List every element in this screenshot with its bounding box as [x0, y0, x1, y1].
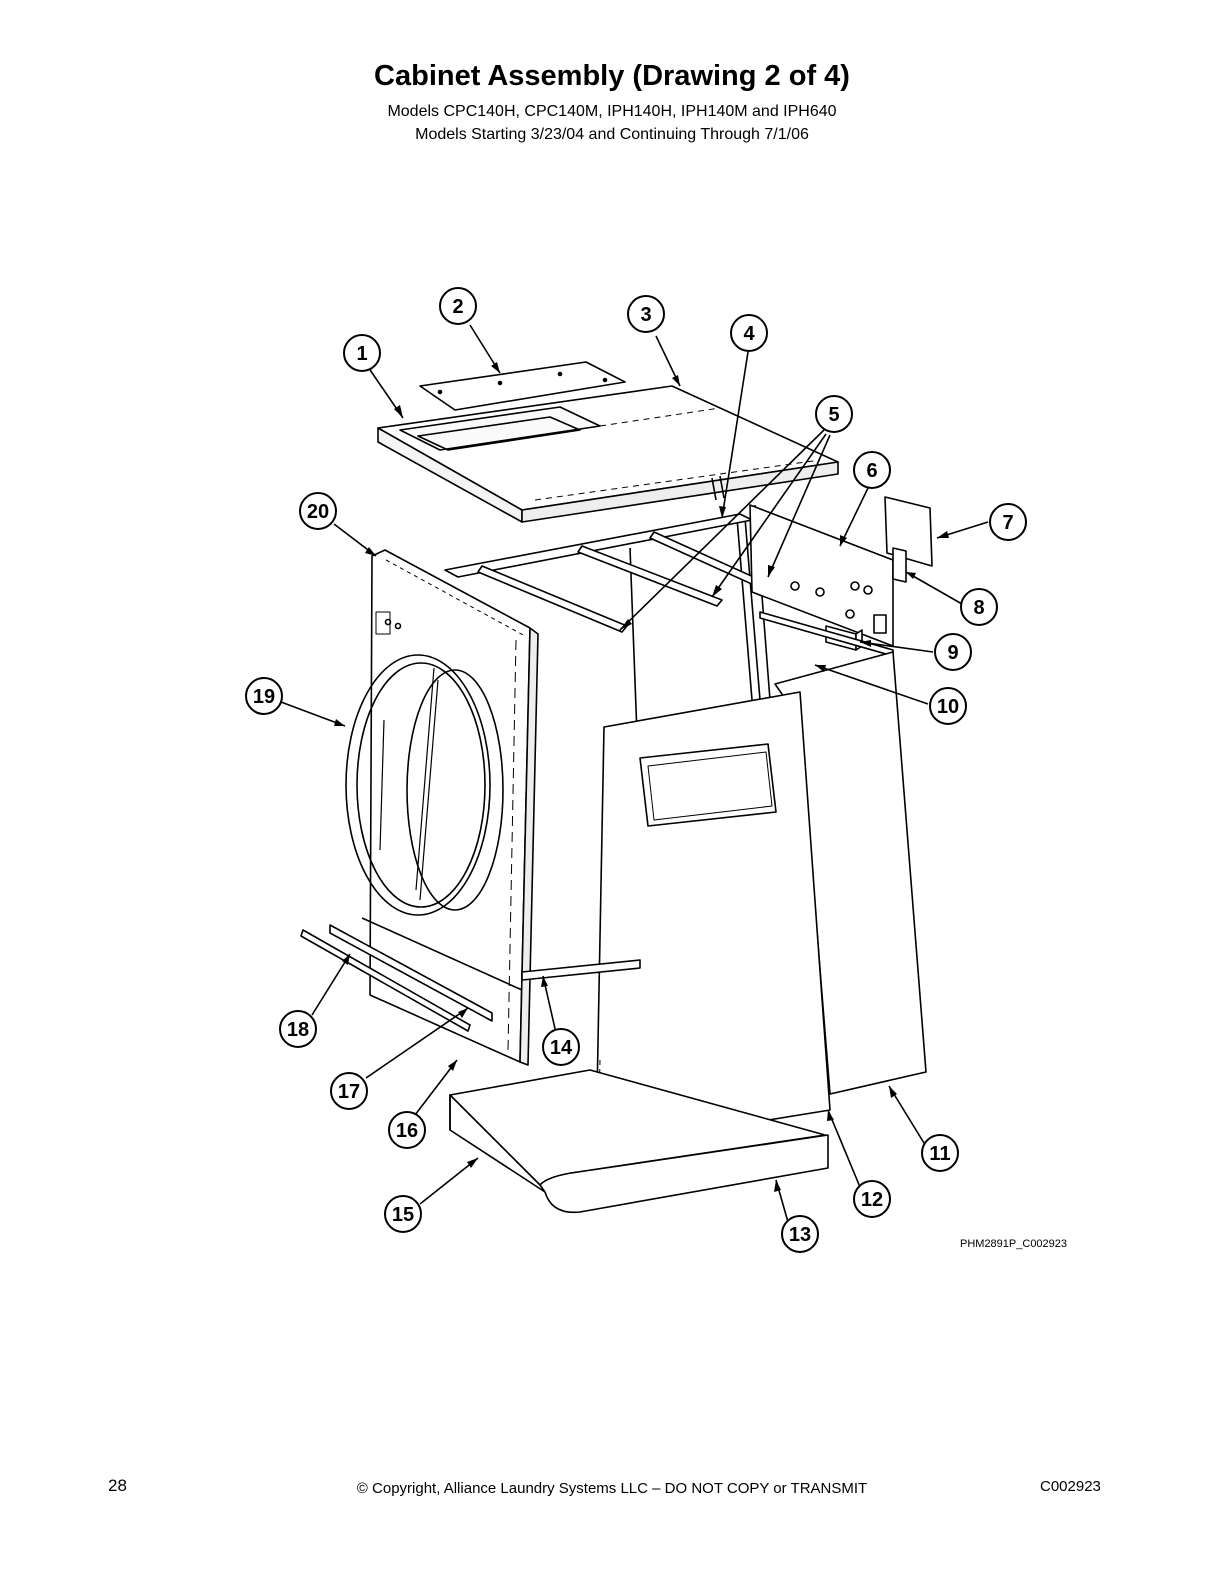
- callout-circle-16: [388, 1111, 426, 1149]
- callout-circle-20: [299, 492, 337, 530]
- callout-circle-1: [343, 334, 381, 372]
- callout-7: 7: [1002, 512, 1013, 534]
- callout-2: 2: [452, 296, 463, 318]
- door-ring: [345, 654, 504, 916]
- page-number: 28: [108, 1476, 127, 1495]
- callout-circle-12: [853, 1180, 891, 1218]
- callout-13: 13: [789, 1224, 811, 1246]
- callout-circle-9: [934, 633, 972, 671]
- callout-9: 9: [947, 642, 958, 664]
- callout-circle-13: [781, 1215, 819, 1253]
- arrowheads: [334, 362, 949, 1192]
- front-panel: [361, 549, 539, 1066]
- drawing-code: PHM2891P_C002923: [960, 1238, 1068, 1250]
- callout-circle-10: [929, 687, 967, 725]
- callout-20: 20: [307, 501, 329, 523]
- callout-circle-4: [730, 314, 768, 352]
- callout-circle-6: [853, 451, 891, 489]
- callout-circle-3: [627, 295, 665, 333]
- callout-11: 11: [929, 1143, 950, 1165]
- callout-19: 19: [253, 686, 275, 708]
- callout-circles: [245, 287, 1027, 1253]
- callout-circle-5: [815, 395, 853, 433]
- callout-circle-14: [542, 1028, 580, 1066]
- callout-circle-18: [279, 1010, 317, 1048]
- callout-circle-15: [384, 1195, 422, 1233]
- cover-plate-7: [884, 496, 933, 567]
- callout-circle-7: [989, 503, 1027, 541]
- strip-17: [329, 924, 493, 1022]
- bottom-strip: [521, 959, 641, 981]
- callout-1: 1: [356, 343, 367, 365]
- callout-circle-11: [921, 1134, 959, 1172]
- callout-18: 18: [287, 1019, 309, 1041]
- callout-12: 12: [861, 1189, 883, 1211]
- callout-circle-19: [245, 677, 283, 715]
- cover-plate-8: [892, 547, 907, 583]
- callout-5: 5: [828, 404, 839, 426]
- callout-15: 15: [392, 1204, 414, 1226]
- back-panel: [749, 504, 894, 647]
- strip-18: [300, 929, 471, 1032]
- copyright-notice: © Copyright, Alliance Laundry Systems LL…: [356, 1480, 868, 1497]
- dates-line: Models Starting 3/23/04 and Continuing T…: [415, 126, 809, 143]
- document-code: C002923: [1040, 1478, 1101, 1495]
- callout-17: 17: [338, 1081, 360, 1103]
- base-tray: [449, 1069, 829, 1214]
- top-panel: [377, 385, 839, 523]
- callout-4: 4: [743, 323, 755, 345]
- callout-circle-8: [960, 588, 998, 626]
- callout-14: 14: [550, 1037, 573, 1059]
- callout-3: 3: [640, 304, 651, 326]
- callout-16: 16: [396, 1120, 418, 1142]
- callout-10: 10: [937, 696, 959, 718]
- models-line: Models CPC140H, CPC140M, IPH140H, IPH140…: [387, 103, 837, 120]
- callout-circle-2: [439, 287, 477, 325]
- page-title: Cabinet Assembly (Drawing 2 of 4): [374, 60, 850, 92]
- callout-6: 6: [866, 460, 877, 482]
- callout-circle-17: [330, 1072, 368, 1110]
- access-cover-plate: [419, 361, 626, 411]
- callout-8: 8: [973, 597, 984, 619]
- rear-panel: [595, 691, 831, 1149]
